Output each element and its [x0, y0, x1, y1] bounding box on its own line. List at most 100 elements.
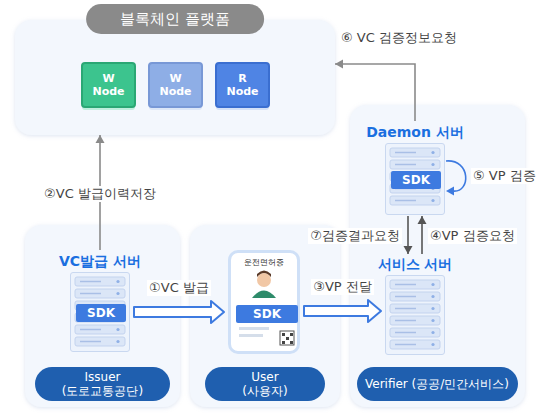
qr-code: [280, 331, 294, 345]
server-row-slot: [395, 164, 416, 166]
server-led: [431, 283, 434, 286]
arrow-head: [335, 60, 343, 69]
qr-dot: [282, 341, 285, 344]
platform-panel: [15, 20, 335, 135]
role-pill: User (사용자): [205, 367, 325, 401]
server-row-slot: [395, 284, 416, 286]
server-row: [75, 289, 125, 298]
server-row-slot: [395, 308, 416, 310]
avatar-hair: [257, 271, 271, 278]
arrow-head: [404, 246, 413, 254]
node-label: User (사용자): [242, 370, 287, 398]
write-node: W Node: [81, 62, 136, 108]
qr-dot: [290, 333, 293, 336]
node-label: Verifier (공공/민간서비스): [365, 377, 509, 391]
server-led: [431, 331, 434, 334]
edge-label: ③VP 전달: [311, 279, 374, 295]
connector-arrow: [418, 216, 427, 254]
block-arrow-outline: [134, 301, 224, 323]
qr-dot: [286, 337, 289, 340]
server-title: 서비스 서버: [378, 256, 453, 272]
sdk-box: SDK: [391, 171, 441, 189]
text-placeholder: [239, 334, 263, 337]
node-label: SDK: [253, 307, 281, 321]
connector-arrow: [404, 216, 413, 254]
server-row: [75, 325, 125, 334]
edge-label: ④VP 검증요청: [428, 228, 517, 244]
server-title: Daemon 서버: [366, 124, 464, 140]
connector-arrow: [335, 60, 415, 122]
phone-wallet: 운전면허증 SDK: [228, 250, 300, 354]
server-row: [390, 328, 440, 337]
server-row: [390, 148, 440, 157]
server-led: [431, 151, 434, 154]
server-led: [431, 343, 434, 346]
node-label: R Node: [226, 72, 258, 98]
server-row-slot: [80, 329, 101, 331]
server-led: [116, 292, 119, 295]
server-row-slot: [395, 344, 416, 346]
server-icon: VC발급 서버SDK: [70, 272, 130, 352]
read-node: R Node: [215, 62, 270, 108]
server-led: [431, 199, 434, 202]
block-arrow-outline: [304, 300, 381, 322]
server-row-slot: [80, 341, 101, 343]
role-pill: Issuer (도로교통공단): [35, 367, 170, 401]
sdk-box: SDK: [236, 305, 298, 323]
verifier-panel: [350, 105, 525, 407]
node-label: W Node: [92, 72, 124, 98]
edge-label: ②VC 발급이력저장: [42, 186, 158, 202]
sdk-box: SDK: [76, 304, 126, 322]
avatar-head: [257, 273, 271, 287]
block-arrow: [304, 300, 381, 322]
connector-line: [446, 161, 466, 191]
server-led: [431, 319, 434, 322]
card-title: 운전면허증: [231, 258, 297, 268]
server-title: VC발급 서버: [59, 253, 141, 269]
qr-dot: [290, 341, 293, 344]
server-row-slot: [395, 152, 416, 154]
server-row: [390, 196, 440, 205]
server-row-slot: [395, 320, 416, 322]
server-row-slot: [80, 281, 101, 283]
server-row: [75, 337, 125, 346]
edge-label: ①VC 발급: [147, 280, 211, 296]
server-led: [116, 328, 119, 331]
write-node: W Node: [148, 62, 203, 108]
server-row-slot: [395, 332, 416, 334]
qr-dot: [282, 333, 285, 336]
server-row: [390, 160, 440, 169]
avatar-body: [252, 291, 276, 299]
block-arrow: [134, 301, 224, 323]
edge-label: ⑥ VC 검증정보요청: [339, 30, 459, 46]
server-row: [390, 304, 440, 313]
server-led: [431, 295, 434, 298]
server-icon: 서비스 서버: [385, 275, 445, 355]
platform-panel: 블록체인 플랫폼W NodeW NodeR Node: [15, 20, 335, 135]
server-led: [431, 307, 434, 310]
server-row: [390, 280, 440, 289]
connector-line: [335, 64, 415, 121]
server-row: [75, 277, 125, 286]
arrow-head: [446, 187, 454, 196]
text-placeholder: [239, 327, 269, 330]
node-label: W Node: [159, 72, 191, 98]
role-pill: Verifier (공공/민간서비스): [357, 367, 518, 401]
server-row-slot: [395, 200, 416, 202]
server-led: [116, 340, 119, 343]
server-icon: Daemon 서버SDK: [385, 143, 445, 215]
arrow-head: [96, 135, 105, 143]
server-row: [390, 292, 440, 301]
server-row-slot: [395, 296, 416, 298]
node-label: SDK: [402, 173, 430, 187]
edge-label: ⑤ VP 검증: [471, 168, 538, 184]
server-row: [390, 316, 440, 325]
server-row: [390, 340, 440, 349]
arrow-head: [418, 216, 427, 224]
server-led: [431, 163, 434, 166]
server-rows: [386, 276, 444, 354]
server-row-slot: [80, 293, 101, 295]
node-label: SDK: [87, 306, 115, 320]
node-label: Issuer (도로교통공단): [62, 370, 143, 398]
